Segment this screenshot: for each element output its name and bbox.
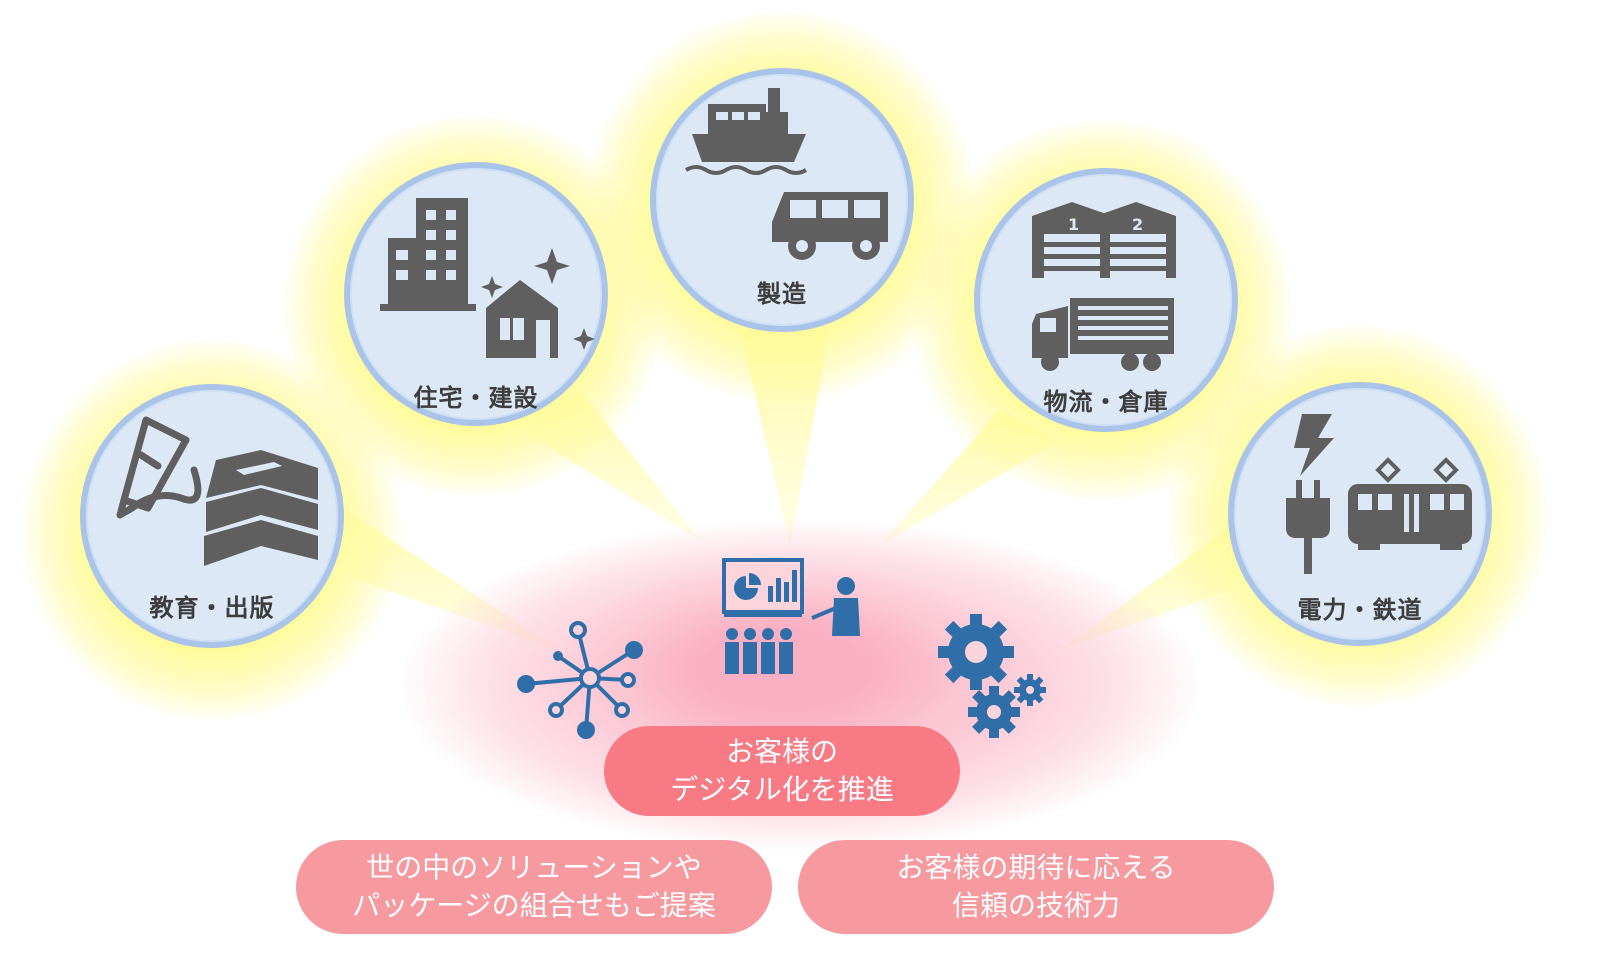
presentation-icon	[722, 558, 860, 674]
house-icon	[486, 280, 558, 358]
building-icon	[380, 198, 476, 311]
gears-icon	[938, 614, 1046, 738]
beam-housing	[520, 390, 700, 540]
warehouse-number-2: 2	[1132, 215, 1143, 234]
industry-circle-logistics: 1 2 物流・倉庫	[974, 168, 1238, 432]
ship-icon	[684, 88, 808, 175]
plug-icon	[1286, 480, 1330, 574]
industry-label: 電力・鉄道	[1297, 596, 1423, 624]
lightning-icon	[1294, 414, 1334, 476]
books-icon	[204, 450, 318, 566]
van-icon	[772, 192, 888, 260]
pill-solutions-proposal: 世の中のソリューションや パッケージの組合せもご提案	[296, 840, 772, 934]
warehouse-icon: 1 2	[1032, 202, 1176, 278]
beam-manufacturing	[740, 330, 830, 545]
pill-line: 世の中のソリューションや	[366, 851, 702, 884]
network-icon	[517, 621, 643, 739]
pill-line: お客様の期待に応える	[896, 851, 1176, 884]
train-icon	[1348, 457, 1472, 550]
pill-reliable-technology: お客様の期待に応える 信頼の技術力	[798, 840, 1274, 934]
pill-digital-transformation: お客様の デジタル化を推進	[604, 726, 960, 816]
industry-label: 物流・倉庫	[1043, 388, 1169, 416]
pill-line: お客様の	[725, 735, 838, 768]
truck-icon	[1032, 298, 1174, 371]
beam-logistics	[880, 410, 1060, 545]
pill-line: デジタル化を推進	[670, 773, 894, 806]
industry-label: 教育・出版	[149, 594, 275, 622]
warehouse-number-1: 1	[1068, 215, 1079, 234]
industry-circle-energy: 電力・鉄道	[1228, 382, 1492, 646]
industry-label: 製造	[757, 280, 807, 308]
industry-circle-housing: 住宅・建設	[344, 162, 608, 426]
pill-line: パッケージの組合せもご提案	[352, 889, 716, 922]
industry-circle-manufacturing: 製造	[650, 68, 914, 332]
industry-label: 住宅・建設	[413, 384, 539, 412]
industry-circle-education: 教育・出版	[80, 384, 344, 648]
sparkle-icon	[481, 248, 595, 350]
pill-line: 信頼の技術力	[951, 889, 1120, 922]
pencil-icon	[116, 416, 202, 519]
